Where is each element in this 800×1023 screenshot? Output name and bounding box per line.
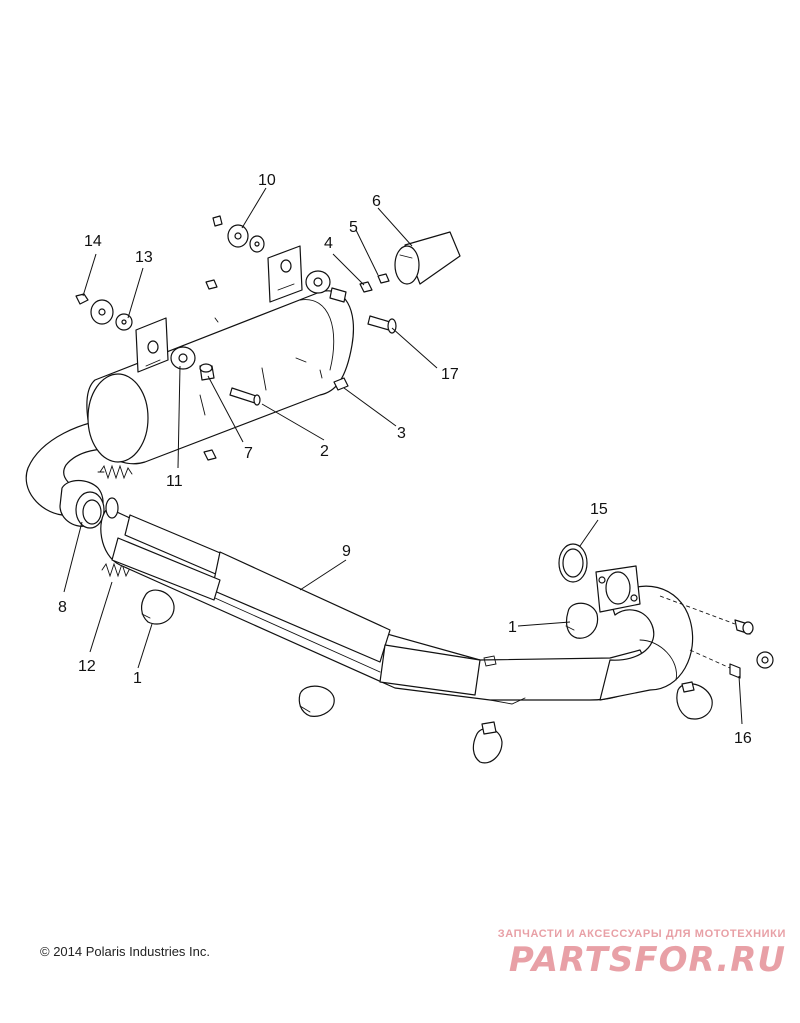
callout-15: 15: [590, 501, 608, 518]
nut-14: [75, 293, 89, 305]
callout-4: 4: [324, 235, 333, 252]
callout-5: 5: [349, 219, 358, 236]
callout-16: 16: [734, 730, 752, 747]
nut-bottom: [203, 449, 217, 461]
clamp-mid: [298, 685, 335, 717]
nut-5: [377, 273, 390, 284]
callout-3: 3: [397, 425, 406, 442]
watermark: ЗАПЧАСТИ И АКСЕССУАРЫ ДЛЯ МОТОТЕХНИКИ PA…: [476, 928, 786, 980]
clamp-lower: [472, 721, 503, 764]
callout-9: 9: [342, 543, 351, 560]
callout-12: 12: [78, 658, 96, 675]
nut-top: [205, 279, 218, 290]
callout-8: 8: [58, 599, 67, 616]
callout-10: 10: [258, 172, 276, 189]
callout-13: 13: [135, 249, 153, 266]
muffler: [86, 290, 354, 465]
bolt-17: [367, 315, 397, 334]
grommet-right: [305, 270, 347, 303]
spring-upper: [97, 464, 133, 480]
gasket-8: [59, 479, 105, 529]
callout-7: 7: [244, 445, 253, 462]
callout-1-left: 1: [133, 670, 142, 687]
sleeve-7: [199, 363, 215, 381]
bolt-muffler: [229, 387, 261, 406]
bolt-16-lower: [689, 649, 774, 679]
clamp-1-right: [565, 602, 599, 639]
mid-pipe-9: [100, 497, 651, 705]
muffler-bracket-right: [267, 245, 303, 303]
spring-12: [101, 562, 131, 578]
copyright-notice: © 2014 Polaris Industries Inc.: [40, 944, 210, 959]
callout-labels: 10 6 5 4 14 13 17 3 2 7 11 9 15 8 1 12 1…: [58, 172, 752, 747]
callout-1-right: 1: [508, 619, 517, 636]
grommet-11: [170, 346, 196, 370]
bolt-3: [333, 377, 349, 391]
leader-lines: [63, 187, 743, 725]
callout-14: 14: [84, 233, 102, 250]
callout-11: 11: [166, 473, 183, 490]
callout-17: 17: [441, 366, 459, 383]
washer-set-10: [212, 215, 265, 253]
spark-arrestor-6: [394, 231, 461, 285]
muffler-bracket-left: [135, 317, 169, 373]
watermark-logo: PARTSFOR.RU: [508, 940, 786, 980]
bolt-16-upper: [659, 595, 754, 635]
head-pipe: [595, 565, 694, 701]
washer-set-13: [90, 299, 133, 331]
clamp-1-left: [141, 589, 175, 625]
watermark-tagline: ЗАПЧАСТИ И АКСЕССУАРЫ ДЛЯ МОТОТЕХНИКИ: [497, 928, 786, 940]
clamp-head: [676, 681, 713, 720]
callout-2: 2: [320, 443, 329, 460]
gasket-15: [558, 543, 588, 583]
callout-6: 6: [372, 193, 381, 210]
